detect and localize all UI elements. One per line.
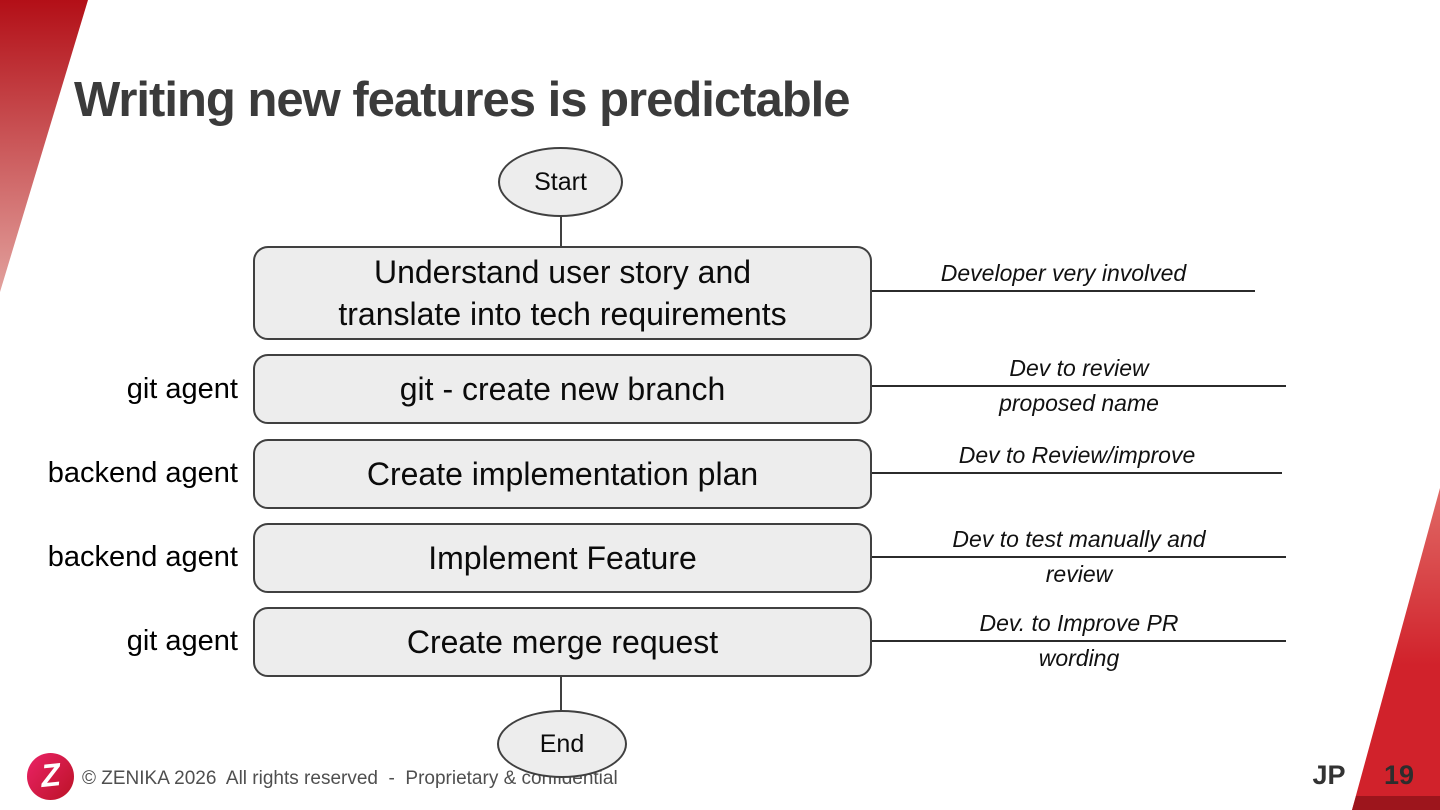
annotation-text: Dev to Review/improve [958,442,1196,468]
agent-label-step-5: git agent [126,625,238,657]
step-text: Implement Feature [428,540,697,576]
annotation-text: review [1045,561,1113,587]
annotation-text: Developer very involved [940,260,1187,286]
annotation-step-3: Dev to Review/improve [872,439,1282,474]
agent-label-step-3: backend agent [47,457,238,489]
flowchart-step-box-5: Create merge request [253,607,872,677]
annotation-step-1: Developer very involved [872,257,1255,292]
flowchart-step-box-2: git - create new branch [253,354,872,424]
step-text: translate into tech requirements [338,296,787,332]
agent-label-step-4: backend agent [47,541,238,573]
annotation-text: Dev to review [1009,355,1149,381]
annotation-step-4: Dev to test manually and review [872,523,1286,591]
zenika-logo-icon: Z [27,753,74,800]
author-initials: JP [1312,760,1346,790]
step-text: Understand user story and [373,254,752,290]
zenika-logo-letter: Z [38,755,62,794]
copyright-footer: © ZENIKA 2026 All rights reserved - Prop… [82,768,618,789]
start-label: Start [534,167,587,196]
flowchart-start-node: Start [498,147,623,217]
page-number: 19 [1383,760,1415,790]
annotation-step-2: Dev to review proposed name [872,352,1286,420]
annotation-line [872,472,1282,474]
flowchart-end-node: End [497,710,627,778]
annotation-line [872,290,1255,292]
connector-step5-to-end [560,675,562,713]
annotation-text: Dev. to Improve PR [979,610,1179,636]
annotation-line [872,556,1286,558]
flowchart-step-box-4: Implement Feature [253,523,872,593]
annotation-line [872,385,1286,387]
top-left-red-wedge [0,0,88,292]
step-text: Create merge request [406,624,719,660]
annotation-text: wording [1038,645,1120,671]
flowchart-step-box-1: Understand user story and translate into… [253,246,872,340]
step-text: Create implementation plan [366,456,759,492]
end-label: End [539,729,585,758]
annotation-step-5: Dev. to Improve PR wording [872,607,1286,675]
slide-title: Writing new features is predictable [74,73,851,127]
agent-label-step-2: git agent [126,373,238,405]
flowchart-step-box-3: Create implementation plan [253,439,872,509]
connector-start-to-step1 [560,214,562,248]
annotation-text: proposed name [999,390,1159,416]
bottom-right-dark-strip [1352,796,1440,810]
annotation-text: Dev to test manually and [952,526,1206,552]
step-text: git - create new branch [399,371,726,407]
annotation-line [872,640,1286,642]
